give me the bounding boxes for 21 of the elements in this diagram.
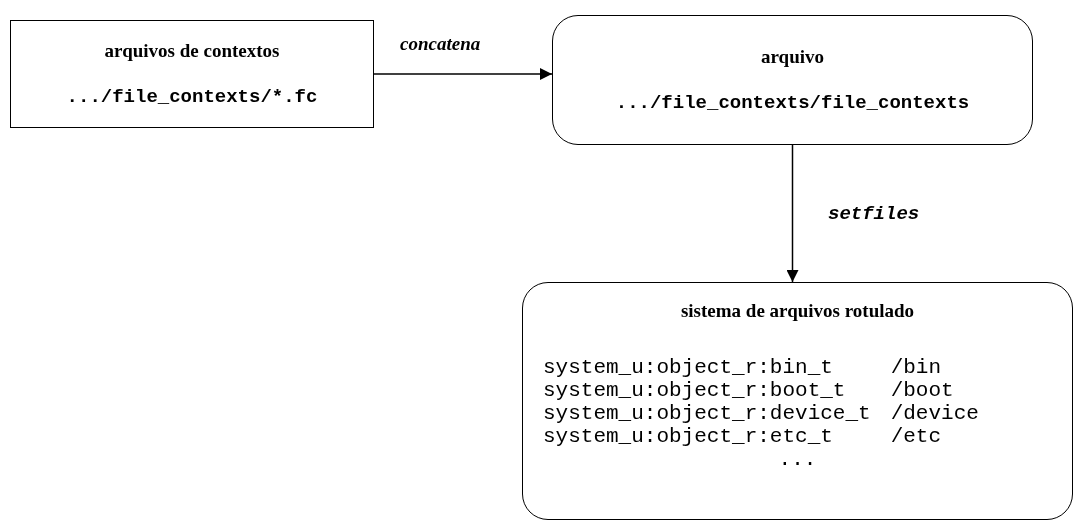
path-text: /bin: [890, 355, 943, 379]
edge-label: setfiles: [828, 202, 920, 227]
process-box: [10, 20, 374, 128]
box-heading: arquivo: [761, 44, 824, 69]
arrow: [373, 68, 553, 80]
path-text: /etc: [890, 424, 943, 448]
path-text: /device: [890, 401, 979, 425]
file-path: .../file_contexts/file_contexts: [615, 91, 970, 116]
context-label: system_u:object_r:bin_t: [543, 355, 834, 379]
box-heading: sistema de arquivos rotulado: [680, 299, 915, 323]
arrow: [786, 144, 799, 283]
rounded-box: [552, 15, 1033, 145]
context-label: system_u:object_r:device_t: [543, 401, 871, 425]
ellipsis-text: ...: [778, 447, 817, 471]
rounded-box: [522, 282, 1073, 520]
file-path: .../file_contexts/*.fc: [66, 85, 318, 110]
path-text: /boot: [890, 378, 955, 402]
context-label: system_u:object_r:boot_t: [543, 378, 847, 402]
box-heading: arquivos de contextos: [104, 38, 280, 63]
context-label: system_u:object_r:etc_t: [543, 424, 834, 448]
edge-label: concatena: [400, 32, 481, 56]
